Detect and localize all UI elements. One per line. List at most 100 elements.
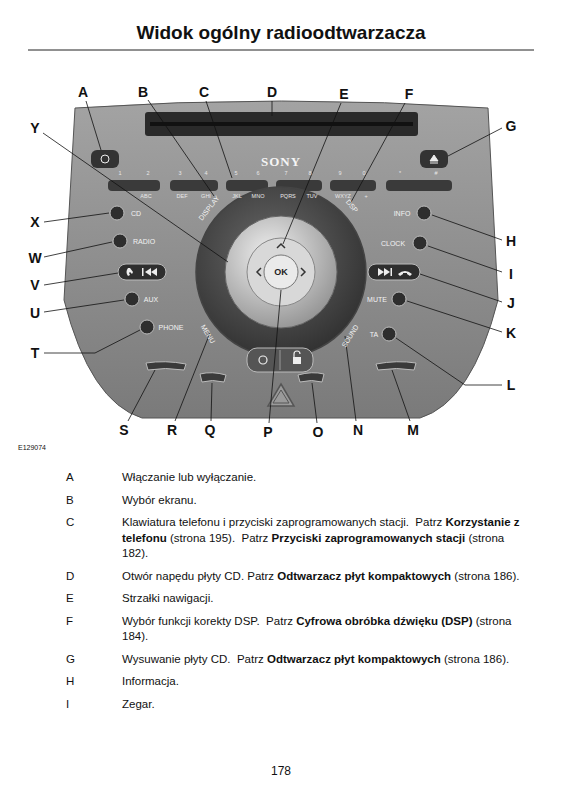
key-number: 3 — [178, 171, 181, 177]
legend-letter: D — [66, 569, 74, 585]
callout-letter: A — [78, 85, 88, 99]
button-label: CLOCK — [381, 240, 405, 247]
callout-letter: Q — [205, 423, 216, 437]
callout-letter: V — [30, 278, 39, 292]
callout-letter: S — [119, 423, 128, 437]
legend-text: Otwór napędu płyty CD. Patrz Odtwarzacz … — [122, 569, 532, 585]
button-label: INFO — [394, 210, 411, 217]
callout-letter: F — [405, 87, 414, 101]
button-label: TA — [370, 331, 378, 338]
callout-letter: E — [339, 87, 348, 101]
legend-text: Włączanie lub wyłączanie. — [122, 470, 532, 486]
description: Strzałki nawigacji. — [122, 592, 213, 604]
legend-letter: E — [66, 591, 74, 607]
description: (strona 186). — [451, 570, 519, 582]
button-label: MUTE — [367, 296, 387, 303]
description: (strona 195). Patrz — [167, 532, 272, 544]
button-label: PHONE — [159, 324, 184, 331]
callout-letter: C — [199, 85, 209, 99]
legend-row: C Klawiatura telefonu i przyciski zaprogr… — [0, 515, 562, 562]
callout-letter: M — [407, 423, 419, 437]
description: Włączanie lub wyłączanie. — [122, 471, 256, 483]
page-reference: Odtwarzacz płyt kompaktowych — [267, 653, 441, 665]
callout-letter: I — [509, 267, 513, 281]
legend-text: Zegar. — [122, 697, 532, 713]
legend-letter: B — [66, 493, 74, 509]
callout-letter: H — [506, 234, 516, 248]
key-number: 6 — [256, 171, 259, 177]
callout-letter: N — [353, 423, 363, 437]
legend-letter: H — [66, 674, 74, 690]
key-letters: TUV — [307, 194, 318, 200]
callout-letter: G — [506, 119, 517, 133]
key-letters: + — [364, 194, 367, 200]
page-reference: Cyfrowa obróbka dźwięku (DSP) — [296, 615, 472, 627]
leader-lines — [43, 100, 502, 423]
callout-letter: W — [28, 251, 41, 265]
key-letters: GHI — [201, 194, 211, 200]
legend-letter: I — [66, 697, 69, 713]
key-number: 9 — [338, 171, 341, 177]
callout-letter: X — [30, 215, 39, 229]
description: Klawiatura telefonu i przyciski zaprogra… — [122, 516, 445, 528]
description: Wybór ekranu. — [122, 494, 197, 506]
key-number: 7 — [284, 171, 287, 177]
legend-row: E Strzałki nawigacji. — [0, 591, 562, 607]
description: Wysuwanie płyty CD. Patrz — [122, 653, 267, 665]
page-reference: Przyciski zaprogramowanych stacji — [272, 532, 466, 544]
description: Wybór funkcji korekty DSP. Patrz — [122, 615, 296, 627]
key-number: * — [399, 171, 401, 177]
legend-letter: C — [66, 515, 74, 531]
key-number: 0 — [362, 171, 365, 177]
key-letters: ABC — [140, 194, 151, 200]
key-number: 2 — [146, 171, 149, 177]
figure-code: E129074 — [18, 444, 46, 451]
callout-letter: U — [30, 306, 40, 320]
legend-row: B Wybór ekranu. — [0, 493, 562, 509]
legend-row: A Włączanie lub wyłączanie. — [0, 470, 562, 486]
button-label: CD — [131, 210, 141, 217]
key-number: 8 — [308, 171, 311, 177]
key-number: 4 — [204, 171, 207, 177]
key-letters: PQRS — [280, 194, 296, 200]
callout-letter: D — [267, 85, 277, 99]
legend-row: F Wybór funkcji korekty DSP. Patrz Cyfrow… — [0, 614, 562, 645]
key-letters: JKL — [232, 194, 241, 200]
legend-text: Strzałki nawigacji. — [122, 591, 532, 607]
legend-text: Klawiatura telefonu i przyciski zaprogra… — [122, 515, 532, 562]
page-reference: Odtwarzacz płyt kompaktowych — [277, 570, 451, 582]
legend-row: H Informacja. — [0, 674, 562, 690]
button-label: RADIO — [133, 238, 155, 245]
legend-text: Wybór ekranu. — [122, 493, 532, 509]
brand-logo: SONY — [261, 155, 301, 168]
legend-letter: F — [66, 614, 73, 630]
callout-letter: L — [507, 378, 516, 392]
key-number: 1 — [118, 171, 121, 177]
legend-row: G Wysuwanie płyty CD. Patrz Odtwarzacz pł… — [0, 652, 562, 668]
legend-row: I Zegar. — [0, 697, 562, 713]
callout-letter: Y — [30, 121, 39, 135]
callout-letter: T — [31, 346, 40, 360]
page-number: 178 — [271, 765, 291, 777]
key-number: # — [434, 171, 437, 177]
button-label: AUX — [144, 296, 158, 303]
callout-letter: R — [167, 423, 177, 437]
description: Otwór napędu płyty CD. Patrz — [122, 570, 277, 582]
description: Zegar. — [122, 698, 155, 710]
callout-letter: O — [313, 425, 324, 439]
legend-text: Wybór funkcji korekty DSP. Patrz Cyfrowa… — [122, 614, 532, 645]
legend-letter: G — [66, 652, 75, 668]
key-letters: DEF — [177, 194, 188, 200]
callout-letter: B — [138, 85, 148, 99]
legend-text: Informacja. — [122, 674, 532, 690]
description: (strona 186). — [441, 653, 509, 665]
key-number: 5 — [234, 171, 237, 177]
button-label: OK — [274, 268, 288, 277]
callout-letter: P — [263, 425, 272, 439]
description: Informacja. — [122, 675, 179, 687]
legend-text: Wysuwanie płyty CD. Patrz Odtwarzacz pły… — [122, 652, 532, 668]
legend-letter: A — [66, 470, 74, 486]
page-title: Widok ogólny radioodtwarzacza — [136, 23, 425, 42]
callout-letter: K — [506, 326, 516, 340]
